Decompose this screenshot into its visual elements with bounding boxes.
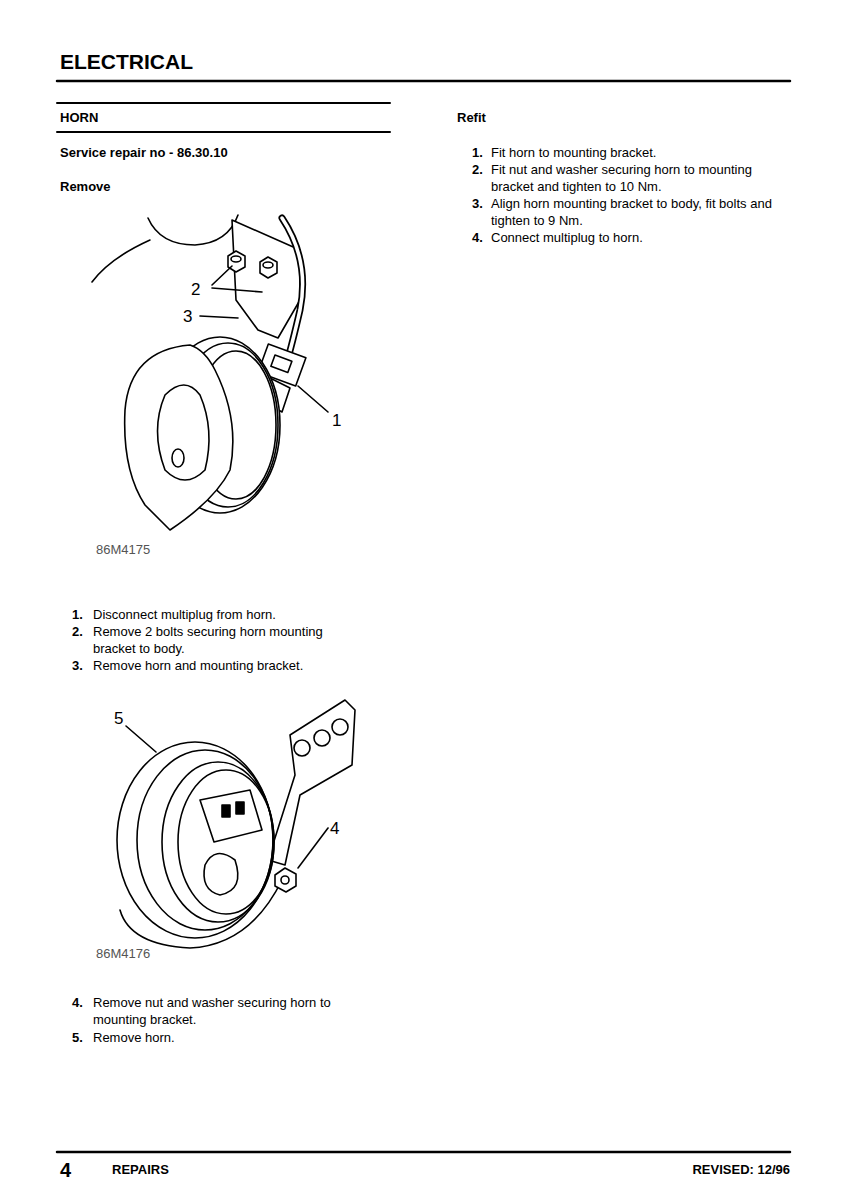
- label-text: 1.: [472, 144, 483, 161]
- horn-installed-figure: [92, 215, 328, 530]
- step-text: Disconnect multiplug from horn.: [93, 606, 363, 623]
- page-heading: ELECTRICAL: [60, 48, 193, 75]
- label-text: 3.: [72, 657, 83, 674]
- horn-removed-figure: [117, 700, 355, 948]
- step-text: Align horn mounting bracket to body, fit…: [491, 195, 791, 229]
- step-text: Remove 2 bolts securing horn mounting br…: [93, 623, 363, 657]
- label-text: HORN: [60, 109, 98, 126]
- label-text: Remove: [60, 178, 111, 195]
- label-text: 2.: [72, 623, 83, 640]
- label-text: 5.: [72, 1029, 83, 1046]
- label-text: 4.: [472, 229, 483, 246]
- step-text: Remove nut and washer securing horn to m…: [93, 994, 363, 1028]
- label-text: 4.: [72, 994, 83, 1011]
- callout-number: 3: [183, 306, 192, 328]
- label-text: REPAIRS: [112, 1161, 169, 1178]
- label-text: 2.: [472, 161, 483, 178]
- label-text: 86M4175: [96, 541, 150, 558]
- step-text: Remove horn.: [93, 1029, 363, 1046]
- label-text: 3.: [472, 195, 483, 212]
- step-text: Fit nut and washer securing horn to moun…: [491, 161, 791, 195]
- label-text: 4: [60, 1157, 71, 1183]
- label-text: REVISED: 12/96: [692, 1161, 790, 1178]
- callout-number: 2: [191, 279, 200, 301]
- step-text: Remove horn and mounting bracket.: [93, 657, 363, 674]
- label-text: 1.: [72, 606, 83, 623]
- callout-number: 4: [330, 818, 339, 840]
- label-text: Refit: [457, 109, 486, 126]
- label-text: 86M4176: [96, 945, 150, 962]
- step-text: Fit horn to mounting bracket.: [491, 144, 791, 161]
- label-text: Service repair no - 86.30.10: [60, 144, 228, 161]
- callout-number: 5: [114, 708, 123, 730]
- callout-number: 1: [332, 410, 341, 432]
- step-text: Connect multiplug to horn.: [491, 229, 791, 246]
